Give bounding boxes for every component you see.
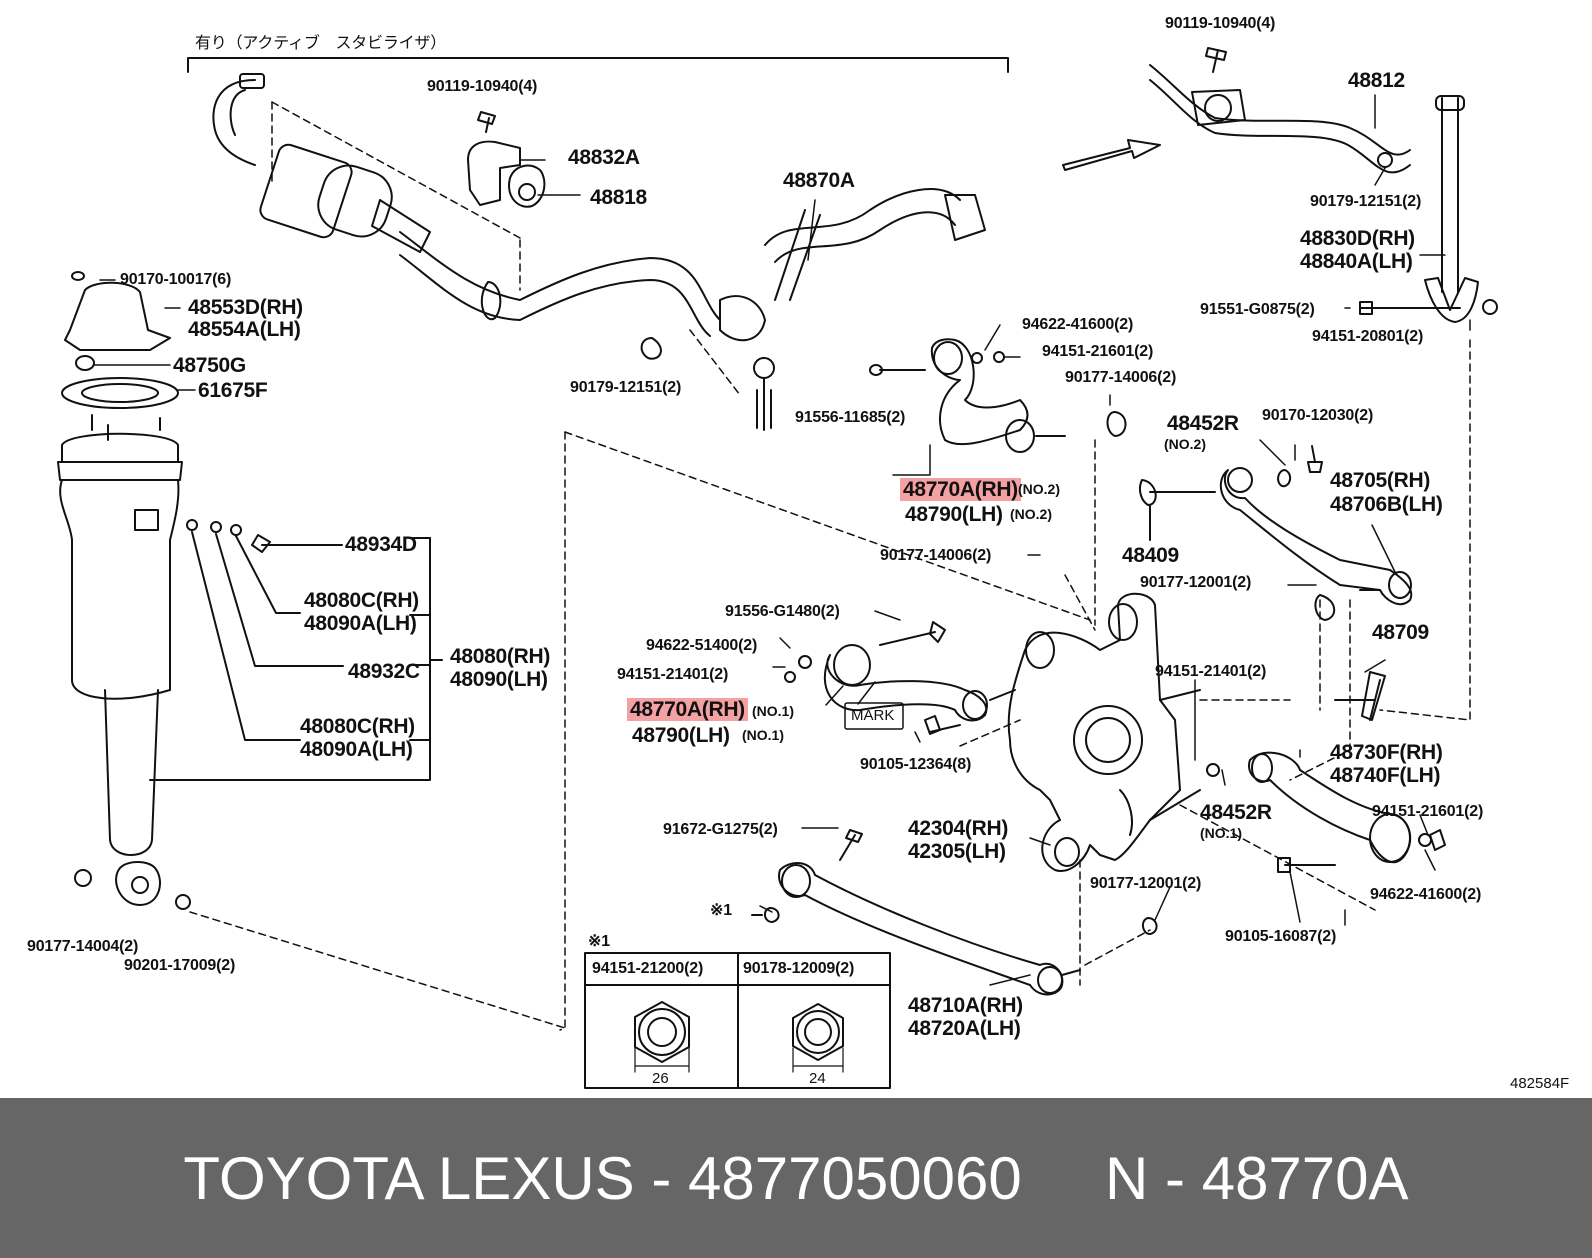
label-90177-12001-a: 90177-12001(2) xyxy=(1140,574,1252,591)
nut-24 xyxy=(792,1003,844,1073)
header-bracket xyxy=(187,57,1009,73)
label-48554A: 48554A(LH) xyxy=(188,318,301,341)
dashed-leaders xyxy=(189,101,1471,1031)
label-48934D: 48934D xyxy=(345,533,417,556)
label-94151-21401-a: 94151-21401(2) xyxy=(617,666,729,683)
air-spring-strut xyxy=(57,271,443,910)
label-94151-21601-b: 94151-21601(2) xyxy=(1372,803,1484,820)
label-94151-21401-b: 94151-21401(2) xyxy=(1155,663,1267,680)
label-90177-14006-b: 90177-14006(2) xyxy=(880,547,992,564)
figure-code: 482584F xyxy=(1510,1075,1570,1092)
label-48709: 48709 xyxy=(1372,621,1429,644)
stabilizer-actuator xyxy=(212,73,986,431)
knuckle-42304 xyxy=(1007,592,1201,872)
label-48080: 48080(RH) xyxy=(450,645,551,668)
label-48818: 48818 xyxy=(590,186,647,209)
label-48770A-no2: 48770A(RH) xyxy=(900,478,1021,501)
footer-banner: TOYOTA LEXUS - 4877050060 N - 48770A xyxy=(0,1098,1592,1258)
direction-arrow xyxy=(1062,139,1161,171)
label-48730F: 48730F(RH) xyxy=(1330,741,1443,764)
label-94622-41600-a: 94622-41600(2) xyxy=(1022,316,1134,333)
label-no2-a: (NO.2) xyxy=(1018,481,1060,497)
label-48740F: 48740F(LH) xyxy=(1330,764,1441,787)
diagram-drawing xyxy=(57,47,1498,1089)
label-90201-17009: 90201-17009(2) xyxy=(124,957,236,974)
label-61675F: 61675F xyxy=(198,379,268,402)
label-48790-no2: 48790(LH) xyxy=(905,503,1003,526)
label-48080C-a: 48080C(RH) xyxy=(304,589,419,612)
label-no1-b: (NO.1) xyxy=(742,727,784,743)
label-48090: 48090(LH) xyxy=(450,668,548,691)
header-note: 有り（アクティブ スタビライザ） xyxy=(195,35,447,52)
label-48705: 48705(RH) xyxy=(1330,469,1431,492)
label-90177-12001-b: 90177-12001(2) xyxy=(1090,875,1202,892)
label-48830D: 48830D(RH) xyxy=(1300,227,1415,250)
label-90170-10017: 90170-10017(6) xyxy=(120,271,232,288)
label-48090A-a: 48090A(LH) xyxy=(304,612,417,635)
label-48452R-b: 48452R xyxy=(1200,801,1272,824)
label-48840A: 48840A(LH) xyxy=(1300,250,1413,273)
label-94151-21601-a: 94151-21601(2) xyxy=(1042,343,1154,360)
label-91556-G1480: 91556-G1480(2) xyxy=(725,603,840,620)
label-48710A: 48710A(RH) xyxy=(908,994,1023,1017)
label-48790-no1: 48790(LH) xyxy=(632,724,730,747)
label-48932C: 48932C xyxy=(348,660,420,683)
label-90119-a: 90119-10940(4) xyxy=(427,78,538,95)
label-48832A: 48832A xyxy=(568,146,640,169)
arm-48705 xyxy=(1139,445,1413,621)
label-90119-b: 90119-10940(4) xyxy=(1165,15,1276,32)
parts-diagram: 有り（アクティブ スタビライザ） 90119-10940(4) 90119-10… xyxy=(27,15,1570,1092)
label-90177-14004: 90177-14004(2) xyxy=(27,938,139,955)
label-48812: 48812 xyxy=(1348,69,1405,92)
nut-table xyxy=(584,952,891,1089)
label-91551: 91551-G0875(2) xyxy=(1200,301,1315,318)
label-90170-12030: 90170-12030(2) xyxy=(1262,407,1374,424)
label-42304: 42304(RH) xyxy=(908,817,1009,840)
label-90179-a: 90179-12151(2) xyxy=(570,379,682,396)
label-mark: MARK xyxy=(851,707,895,724)
label-48706B: 48706B(LH) xyxy=(1330,493,1443,516)
nut-table-title: ※1 xyxy=(588,933,610,950)
label-no1-a: (NO.1) xyxy=(752,703,794,719)
label-90105-12364: 90105-12364(8) xyxy=(860,756,972,773)
label-48080C-b: 48080C(RH) xyxy=(300,715,415,738)
label-91556-11685: 91556-11685(2) xyxy=(795,409,906,426)
nut-26 xyxy=(634,1001,690,1073)
label-91672: 91672-G1275(2) xyxy=(663,821,778,838)
label-no2-c: (NO.2) xyxy=(1164,436,1206,452)
label-94622-51400: 94622-51400(2) xyxy=(646,637,758,654)
trailing-link-48710 xyxy=(751,829,1158,996)
label-90177-14006-a: 90177-14006(2) xyxy=(1065,369,1177,386)
label-x1-ref: ※1 xyxy=(710,902,732,919)
bracket-bush xyxy=(467,111,546,208)
label-no1-c: (NO.1) xyxy=(1200,825,1242,841)
label-48553D: 48553D(RH) xyxy=(188,296,303,319)
nut-col2-size: 24 xyxy=(809,1070,826,1087)
mark-box xyxy=(844,702,904,730)
nut-col1-size: 26 xyxy=(652,1070,669,1087)
nut-col1-part: 94151-21200(2) xyxy=(592,960,704,977)
upper-arm-no1 xyxy=(784,621,1016,735)
label-94151-20801: 94151-20801(2) xyxy=(1312,328,1424,345)
label-48870A: 48870A xyxy=(783,169,855,192)
solid-leaders xyxy=(94,94,1471,986)
label-90179-b: 90179-12151(2) xyxy=(1310,193,1422,210)
label-94622-41600-b: 94622-41600(2) xyxy=(1370,886,1482,903)
label-48750G: 48750G xyxy=(173,354,246,377)
label-90105-16087: 90105-16087(2) xyxy=(1225,928,1337,945)
label-48090A-b: 48090A(LH) xyxy=(300,738,413,761)
label-48409: 48409 xyxy=(1122,544,1179,567)
label-48770A-no1: 48770A(RH) xyxy=(627,698,748,721)
footer-part-text: TOYOTA LEXUS - 4877050060 N - 48770A xyxy=(183,1144,1409,1212)
stabilizer-bar xyxy=(1062,47,1498,323)
label-no2-b: (NO.2) xyxy=(1010,506,1052,522)
nut-col2-part: 90178-12009(2) xyxy=(743,960,855,977)
upper-arm-no2 xyxy=(869,338,1127,453)
label-48452R-a: 48452R xyxy=(1167,412,1239,435)
label-42305: 42305(LH) xyxy=(908,840,1006,863)
label-48720A: 48720A(LH) xyxy=(908,1017,1021,1040)
